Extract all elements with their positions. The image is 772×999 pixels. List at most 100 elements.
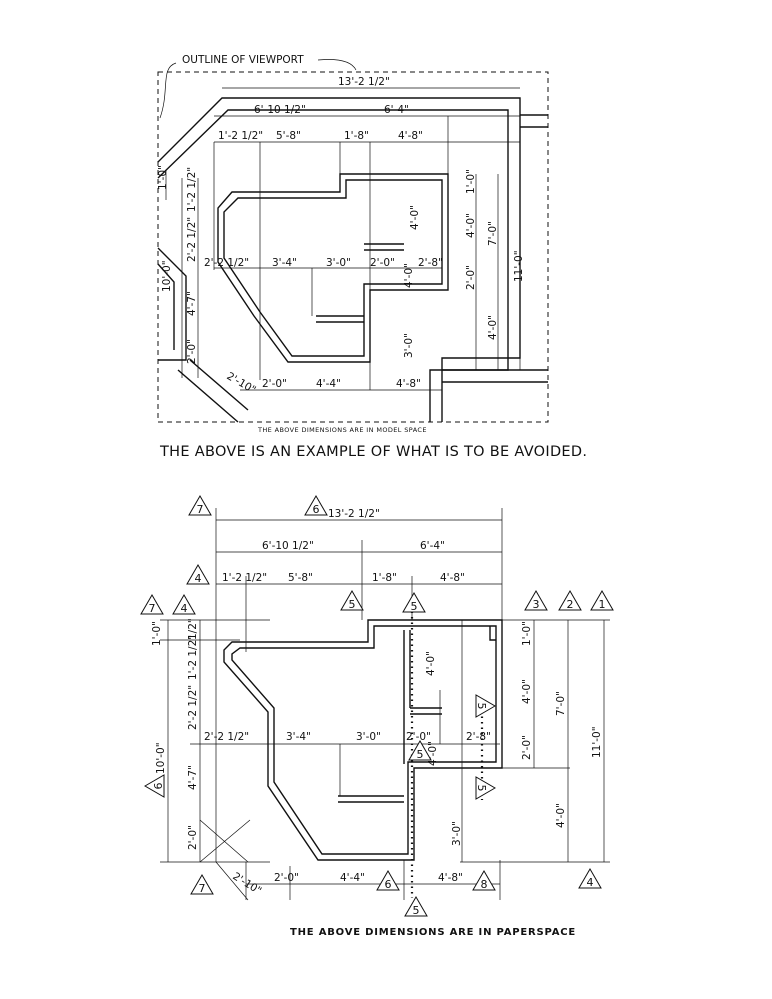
tag-triangle: 4: [186, 564, 210, 585]
bottom-inner-v-0: 4'-0": [425, 651, 437, 676]
top-inner-h-0: 2'-2 1/2": [204, 257, 249, 269]
top-inner-h-2: 3'-0": [326, 257, 351, 269]
top-dim-row2-a: 6'-10 1/2": [254, 104, 306, 116]
viewport-label: OUTLINE OF VIEWPORT: [182, 54, 304, 66]
top-right-v-0: 1'-0": [465, 169, 477, 194]
top-dim-row3-c: 1'-8": [344, 130, 369, 142]
tag-triangle: 6: [376, 870, 400, 891]
tag-triangle: 7: [188, 495, 212, 516]
svg-text:5: 5: [475, 703, 488, 710]
revision-tags: 7 6 4 7 4 5 5 3 2 1 5 5 5 6 7 6 8 4 5: [140, 495, 614, 917]
bottom-inner-h-3: 2'-0": [406, 731, 431, 743]
bottom-bottom-2: 4'-4": [340, 872, 365, 884]
viewport-leader: [159, 62, 177, 119]
top-right-v-3: 4'-0": [487, 315, 499, 340]
bottom-drawing: 13'-2 1/2" 6'-10 1/2" 6'-4" 1'-2 1/2" 5'…: [140, 495, 614, 938]
bottom-overall-dim: 13'-2 1/2": [328, 508, 380, 520]
top-inner-h-3: 2'-0": [370, 257, 395, 269]
bottom-inner-room: [223, 619, 503, 861]
tag-triangle: 2: [558, 590, 582, 611]
bottom-inner-v-2: 3'-0": [451, 821, 463, 846]
tag-triangle: 4: [578, 868, 602, 889]
bottom-left-v-4: 2'-0": [187, 825, 199, 850]
svg-text:6: 6: [385, 878, 392, 891]
top-bottom-0: 2'-10": [225, 370, 258, 396]
tag-triangle: 1: [590, 590, 614, 611]
bottom-inner-h-0: 2'-2 1/2": [204, 731, 249, 743]
bottom-dim-row2-b: 6'-4": [420, 540, 445, 552]
bottom-dim-row2-a: 6'-10 1/2": [262, 540, 314, 552]
top-right-v-4: 7'-0": [487, 221, 499, 246]
paperspace-note: THE ABOVE DIMENSIONS ARE IN PAPERSPACE: [290, 927, 576, 938]
top-overall-dim: 13'-2 1/2": [338, 76, 390, 88]
tag-triangle: 5: [404, 896, 428, 917]
svg-text:7: 7: [149, 602, 156, 615]
tag-triangle: 5: [475, 776, 496, 800]
svg-text:3: 3: [533, 598, 540, 611]
bottom-dim-row3-a: 1'-2 1/2": [222, 572, 267, 584]
top-inner-v-1: 4'-0": [403, 263, 415, 288]
bottom-dim-row3-c: 1'-8": [372, 572, 397, 584]
tag-triangle: 5: [402, 592, 426, 613]
bottom-right-v-1: 4'-0": [521, 679, 533, 704]
top-wall-left-lower: [157, 247, 249, 423]
tag-triangle: 5: [408, 740, 432, 761]
tag-triangle: 4: [172, 594, 196, 615]
svg-text:6: 6: [152, 783, 165, 790]
bottom-inner-partition: [338, 626, 496, 803]
bottom-dim-row3-d: 4'-8": [440, 572, 465, 584]
top-left-v-3: 4'-7": [186, 291, 198, 316]
tag-triangle: 6: [144, 774, 165, 798]
bottom-inner-h-4: 2'-8": [466, 731, 491, 743]
bottom-right-v-0: 1'-0": [521, 621, 533, 646]
svg-text:5: 5: [413, 904, 420, 917]
viewport-outline: [157, 71, 549, 423]
svg-text:7: 7: [197, 503, 204, 516]
tag-triangle: 5: [475, 694, 496, 718]
viewport-leader-right: [317, 59, 357, 71]
top-dim-row3-b: 5'-8": [276, 130, 301, 142]
top-dim-row3-d: 4'-8": [398, 130, 423, 142]
top-dim-row2-b: 6'-4": [384, 104, 409, 116]
top-left-v-2: 2'-2 1/2": [186, 217, 198, 262]
bottom-right-v-4: 7'-0": [555, 691, 567, 716]
top-left-v-5: 10'-0": [161, 260, 173, 292]
top-inner-partition: [316, 243, 404, 323]
svg-text:4: 4: [181, 602, 188, 615]
svg-text:4: 4: [195, 572, 202, 585]
top-right-v-5: 11'-0": [513, 250, 525, 282]
top-inner-v-2: 3'-0": [403, 333, 415, 358]
bottom-inner-h-1: 3'-4": [286, 731, 311, 743]
bottom-left-v-3: 4'-7": [187, 765, 199, 790]
top-left-v-1: 1'-2 1/2": [186, 167, 198, 212]
bottom-left-v-1: 1'-2 1/2": [187, 635, 199, 680]
svg-text:8: 8: [481, 878, 488, 891]
bottom-bottom-3: 4'-8": [438, 872, 463, 884]
bottom-inner-v-1: 4'-0": [427, 741, 439, 766]
bottom-left-v-2: 2'-2 1/2": [187, 685, 199, 730]
bottom-right-v-5: 11'-0": [591, 726, 603, 758]
top-dim-lines: [165, 87, 521, 391]
svg-text:5: 5: [349, 598, 356, 611]
top-right-v-2: 2'-0": [465, 265, 477, 290]
top-left-v-0: 1'-0": [157, 165, 169, 190]
bottom-bottom-0: 2'-10": [230, 870, 263, 897]
bottom-left-v-6: 1/2": [187, 618, 199, 640]
tag-triangle: 7: [190, 874, 214, 895]
bottom-right-v-3: 4'-0": [555, 803, 567, 828]
tag-triangle: 3: [524, 590, 548, 611]
svg-text:5: 5: [411, 600, 418, 613]
top-inner-v-0: 4'-0": [409, 205, 421, 230]
svg-text:5: 5: [417, 748, 424, 761]
top-right-v-1: 4'-0": [465, 213, 477, 238]
bottom-dim-row3-b: 5'-8": [288, 572, 313, 584]
bottom-left-v-5: 10'-0": [155, 742, 167, 774]
tag-triangle: 7: [140, 594, 164, 615]
svg-text:4: 4: [587, 876, 594, 889]
top-model-space-note: THE ABOVE DIMENSIONS ARE IN MODEL SPACE: [257, 426, 427, 434]
top-left-v-4: 2'-0": [186, 339, 198, 364]
svg-text:2: 2: [567, 598, 574, 611]
top-bottom-1: 2'-0": [262, 378, 287, 390]
svg-text:5: 5: [475, 785, 488, 792]
